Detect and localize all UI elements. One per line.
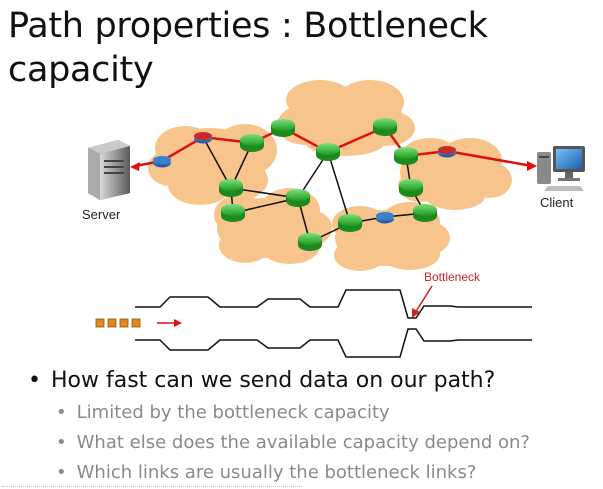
link-node-icon	[376, 212, 394, 224]
packet-icon	[95, 318, 105, 328]
link-node-icon	[153, 156, 171, 168]
router-icon	[271, 119, 295, 137]
client-label: Client	[540, 195, 574, 210]
link-nodes	[153, 132, 456, 224]
flow-arrowhead-icon	[174, 319, 182, 327]
router-icon	[316, 143, 340, 161]
link-node-icon	[194, 132, 212, 144]
router-icon	[373, 118, 397, 136]
bottleneck-arrow-icon	[414, 285, 433, 314]
link-node-icon	[438, 146, 456, 158]
router-icon	[399, 179, 423, 197]
router-icon	[298, 233, 322, 251]
bullet-main: How fast can we send data on our path?	[28, 364, 598, 398]
router-icon	[240, 134, 264, 152]
router-icon	[286, 189, 310, 207]
packet-icon	[107, 318, 117, 328]
server-icon	[88, 140, 130, 200]
bullet-sub-2: What else does the available capacity de…	[56, 428, 598, 458]
packets	[95, 318, 141, 328]
pipe-illustration	[135, 289, 532, 358]
router-icon	[413, 204, 437, 222]
bottleneck-arrowhead-icon	[412, 308, 420, 318]
cloud-right	[398, 138, 512, 210]
packet-icon	[119, 318, 129, 328]
bottleneck-label: Bottleneck	[424, 270, 481, 284]
bullet-list: How fast can we send data on our path? L…	[28, 364, 598, 488]
slide-footer-smudge	[2, 483, 302, 487]
routers	[219, 118, 437, 251]
slide-title: Path properties : Bottleneck capacity	[8, 4, 488, 92]
router-icon	[221, 204, 245, 222]
pipe-bottom-edge	[135, 328, 532, 358]
server-label: Server	[82, 207, 121, 222]
router-icon	[394, 147, 418, 165]
pipe-top-edge	[135, 289, 532, 319]
bullet-sub-1: Limited by the bottleneck capacity	[56, 398, 598, 428]
packet-icon	[131, 318, 141, 328]
network-path	[134, 125, 533, 168]
title-line-1: Path properties : Bottleneck	[8, 6, 488, 46]
bullet-sub-3: Which links are usually the bottleneck l…	[56, 458, 598, 488]
client-computer-icon	[537, 146, 585, 191]
router-icon	[219, 179, 243, 197]
network-clouds	[148, 80, 512, 271]
title-line-2: capacity	[8, 50, 154, 90]
path-arrow-left	[130, 162, 140, 171]
router-icon	[338, 214, 362, 232]
path-arrow-right	[527, 161, 537, 171]
